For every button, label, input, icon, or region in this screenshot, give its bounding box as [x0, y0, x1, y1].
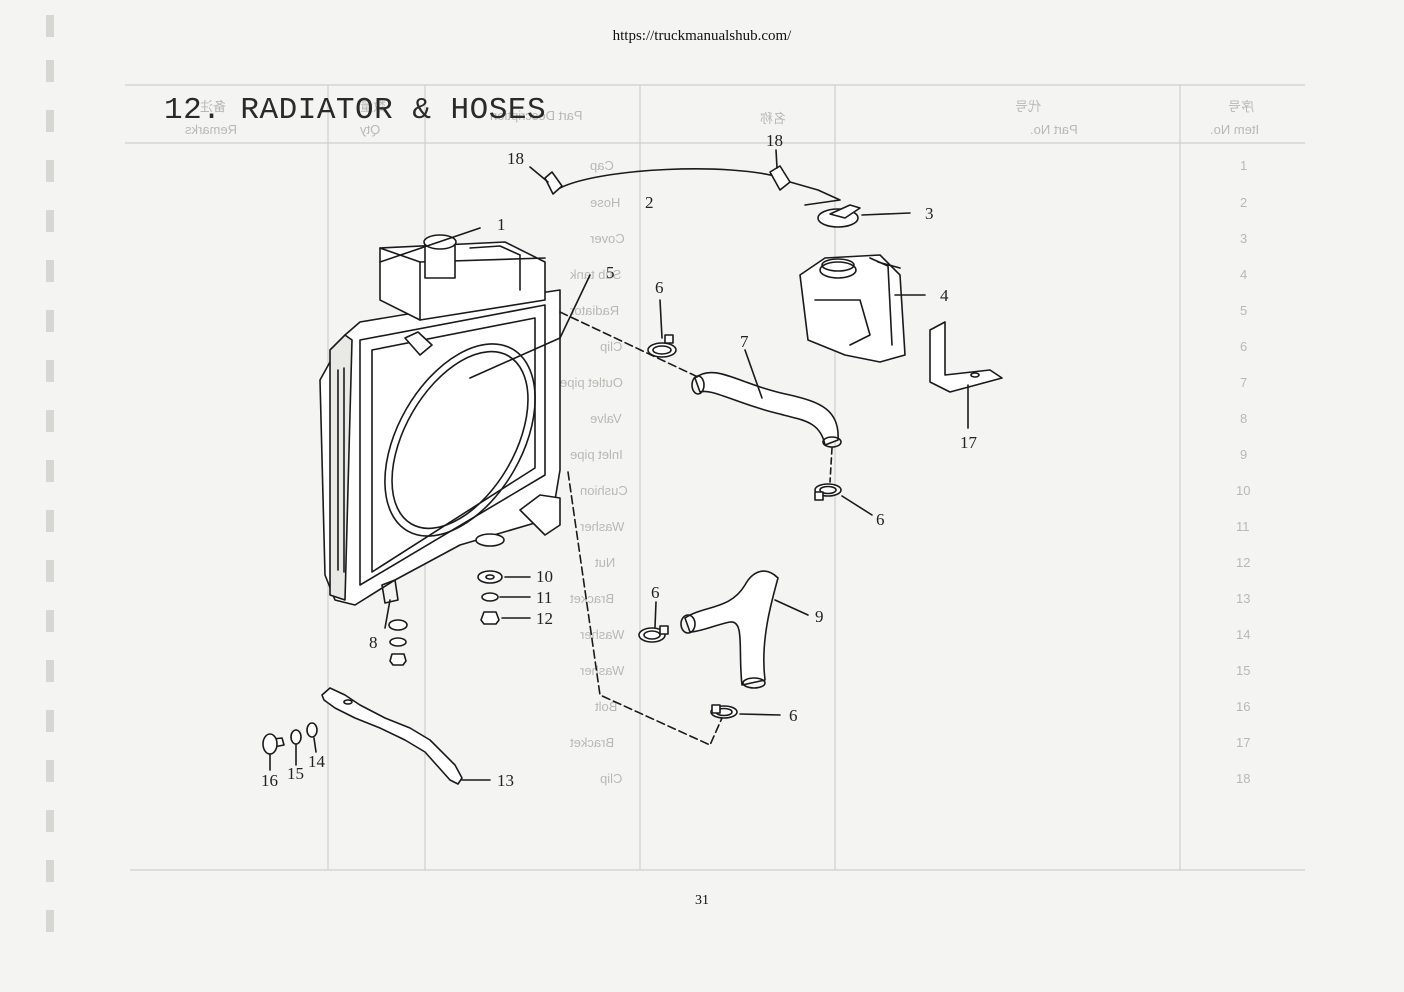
callout-5: 5 [606, 263, 615, 282]
sub-tank [799, 254, 906, 363]
ghost-item-no: 12 [1236, 555, 1251, 570]
ghost-item-no: 6 [1240, 339, 1248, 354]
ghost-item-no: 11 [1236, 519, 1250, 534]
callout-3: 3 [925, 204, 934, 223]
callout-9: 9 [815, 607, 824, 626]
ghost-item-no: 17 [1236, 735, 1251, 750]
radiator-core [319, 234, 561, 606]
ghost-item-no: 2 [1240, 195, 1248, 210]
ghost-item-no: 4 [1240, 267, 1248, 282]
callout-18: 18 [766, 131, 783, 150]
callout-16: 16 [261, 771, 278, 790]
ghost-item-no: 5 [1240, 303, 1248, 318]
callout-14: 14 [308, 752, 326, 771]
callout-6: 6 [789, 706, 798, 725]
callout-15: 15 [287, 764, 304, 783]
ghost-item-no: 9 [1240, 447, 1248, 462]
page-number: 31 [695, 893, 709, 908]
callout-18: 18 [507, 149, 524, 168]
ghost-item-no: 10 [1236, 483, 1251, 498]
callout-8: 8 [369, 633, 378, 652]
callout-17: 17 [960, 433, 978, 452]
source-url[interactable]: https://truckmanualshub.com/ [612, 28, 792, 44]
callout-6: 6 [655, 278, 664, 297]
hose-clip [710, 704, 738, 719]
hose-clip [814, 483, 842, 501]
ghost-item-no: 8 [1240, 411, 1248, 426]
callout-7: 7 [740, 332, 749, 351]
callout-6: 6 [876, 510, 885, 529]
callout-4: 4 [940, 286, 949, 305]
ghost-item-no: 3 [1240, 231, 1248, 246]
callout-13: 13 [497, 771, 514, 790]
ghost-item-no: 1 [1240, 158, 1248, 173]
ghost-item-no: 18 [1236, 771, 1251, 786]
ghost-item-no: 15 [1236, 663, 1251, 678]
callout-1: 1 [497, 215, 506, 234]
callout-11: 11 [536, 588, 552, 607]
sub-tank-cover [817, 204, 861, 228]
callout-12: 12 [536, 609, 553, 628]
callout-10: 10 [536, 567, 553, 586]
hose-clip [647, 334, 677, 358]
page-title: 12. RADIATOR & HOSES [164, 93, 547, 128]
callout-6: 6 [651, 583, 660, 602]
ghost-item-no: 7 [1240, 375, 1248, 390]
ghost-item-no: 14 [1236, 627, 1251, 642]
callout-2: 2 [645, 193, 654, 212]
hose-clip [638, 625, 669, 643]
ghost-item-no: 16 [1236, 699, 1251, 714]
ghost-item-no: 13 [1236, 591, 1251, 606]
